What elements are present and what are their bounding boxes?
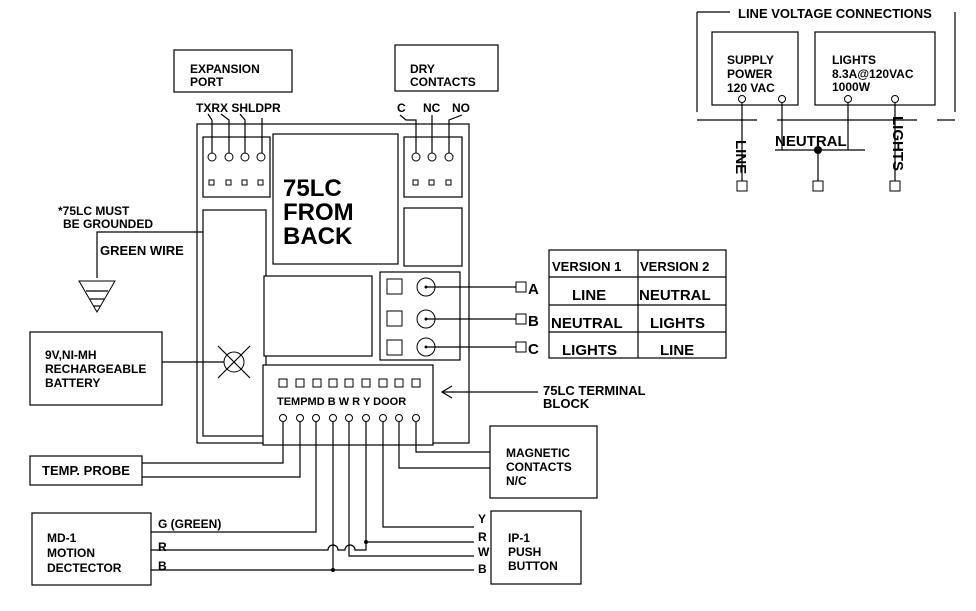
right-block — [403, 207, 463, 267]
green-wire-label: GREEN WIRE — [100, 243, 184, 258]
lights-label-3: 1000W — [832, 80, 871, 94]
ground-icon — [78, 280, 116, 313]
table-cell-1-2: NEUTRAL — [639, 287, 711, 304]
ip1-label-1: IP-1 — [508, 531, 530, 545]
terminal-block-labels: TEMPMD B W R Y DOOR — [277, 396, 406, 408]
md1-section: MD-1 MOTION DECTECTOR G (GREEN) R B — [31, 422, 474, 586]
magnetic-label-2: CONTACTS — [506, 460, 572, 474]
ground-section: *75LC MUST BE GROUNDED GREEN WIRE — [58, 204, 203, 313]
line-label: LINE — [732, 140, 749, 174]
expansion-port-box — [173, 49, 293, 93]
ip1-w-label: W — [478, 545, 490, 559]
dry-contacts-box — [394, 44, 499, 92]
ip1-section: IP-1 PUSH BUTTON Y R W B — [331, 422, 582, 585]
battery-label-2: RECHARGEABLE — [45, 362, 146, 376]
terminal-block-callout: 75LC TERMINAL BLOCK — [440, 383, 646, 411]
dry-c-label: C — [397, 101, 406, 115]
ip1-label-2: PUSH — [508, 545, 541, 559]
lights-label-2: 8.3A@120VAC — [832, 67, 914, 81]
expansion-label-2: PORT — [190, 75, 224, 89]
line-voltage-title: LINE VOLTAGE CONNECTIONS — [738, 6, 932, 21]
magnetic-label-3: N/C — [506, 474, 527, 488]
version-2-header: VERSION 2 — [640, 259, 709, 274]
supply-power-box — [711, 31, 799, 106]
md1-label-2: MOTION — [47, 546, 95, 560]
lights-label-1: LIGHTS — [832, 53, 876, 67]
terminal-block — [262, 364, 434, 446]
md1-g-label: G (GREEN) — [158, 517, 221, 531]
lights-load-box — [814, 31, 936, 106]
dry-contact-header — [403, 136, 463, 198]
md1-box — [31, 512, 152, 586]
center-label-2: FROM — [283, 199, 354, 226]
dry-nc-label: NC — [423, 101, 441, 115]
battery-label-1: 9V,NI-MH — [45, 348, 97, 362]
neutral-label: NEUTRAL — [775, 133, 847, 150]
center-label-area — [272, 133, 399, 265]
terminal-block-label-2: BLOCK — [543, 396, 590, 411]
ip1-b-label: B — [478, 562, 487, 576]
expansion-label-1: EXPANSION — [190, 62, 260, 76]
table-cell-2-1: NEUTRAL — [551, 315, 623, 332]
md1-label-3: DECTECTOR — [47, 561, 122, 575]
temp-probe-section: TEMP. PROBE — [29, 422, 301, 486]
ip1-label-3: BUTTON — [508, 559, 558, 573]
supply-label-3: 120 VAC — [727, 81, 775, 95]
lights-vertical-label: LIGHTS — [889, 116, 906, 171]
terminal-a-label: A — [528, 281, 539, 298]
version-table: VERSION 1 VERSION 2 LINE NEUTRAL NEUTRAL… — [548, 249, 727, 359]
expansion-pin-labels: TXRX SHLDPR — [196, 101, 281, 115]
expansion-port-section: EXPANSION PORT TXRX SHLDPR — [173, 49, 293, 115]
ground-note-1: *75LC MUST — [58, 204, 130, 218]
ip1-r-label: R — [478, 530, 487, 544]
center-label-1: 75LC — [283, 175, 342, 202]
middle-block — [263, 275, 373, 357]
magnetic-contacts-section: MAGNETIC CONTACTS N/C — [398, 422, 598, 499]
line-voltage-section: LINE VOLTAGE CONNECTIONS SUPPLY POWER 12… — [696, 6, 956, 192]
ip1-box — [490, 510, 582, 585]
dry-contacts-section: DRY CONTACTS C NC NO — [394, 44, 499, 115]
battery-section: 9V,NI-MH RECHARGEABLE BATTERY — [29, 331, 224, 406]
magnetic-contacts-box — [489, 425, 598, 499]
table-cell-3-1: LIGHTS — [562, 342, 617, 359]
temp-probe-box — [29, 455, 143, 486]
temp-probe-label: TEMP. PROBE — [42, 463, 130, 478]
md1-label-1: MD-1 — [47, 531, 77, 545]
version-1-header: VERSION 1 — [552, 259, 621, 274]
battery-box — [29, 331, 163, 406]
terminal-screws — [279, 414, 420, 422]
terminal-block-label-1: 75LC TERMINAL — [543, 383, 646, 398]
ground-note-2: BE GROUNDED — [63, 217, 153, 231]
terminal-c-label: C — [528, 341, 539, 358]
terminal-b-label: B — [528, 313, 539, 330]
table-cell-1-1: LINE — [572, 287, 606, 304]
md1-b-label: B — [158, 559, 167, 573]
dry-label-2: CONTACTS — [410, 75, 476, 89]
dry-no-label: NO — [452, 101, 470, 115]
terminal-squares — [278, 378, 421, 388]
ip1-y-label: Y — [478, 512, 486, 526]
table-cell-2-2: LIGHTS — [650, 315, 705, 332]
battery-label-3: BATTERY — [45, 376, 100, 390]
battery-compartment — [202, 209, 267, 437]
expansion-header — [202, 136, 271, 198]
center-label-3: BACK — [283, 223, 353, 250]
table-cell-3-2: LINE — [660, 342, 694, 359]
md1-r-label: R — [158, 540, 167, 554]
magnetic-label-1: MAGNETIC — [506, 446, 570, 460]
supply-label-2: POWER — [727, 67, 773, 81]
controller-board: 75LC FROM BACK A B C — [196, 113, 539, 446]
supply-label-1: SUPPLY — [727, 53, 774, 67]
dry-label-1: DRY — [410, 62, 435, 76]
